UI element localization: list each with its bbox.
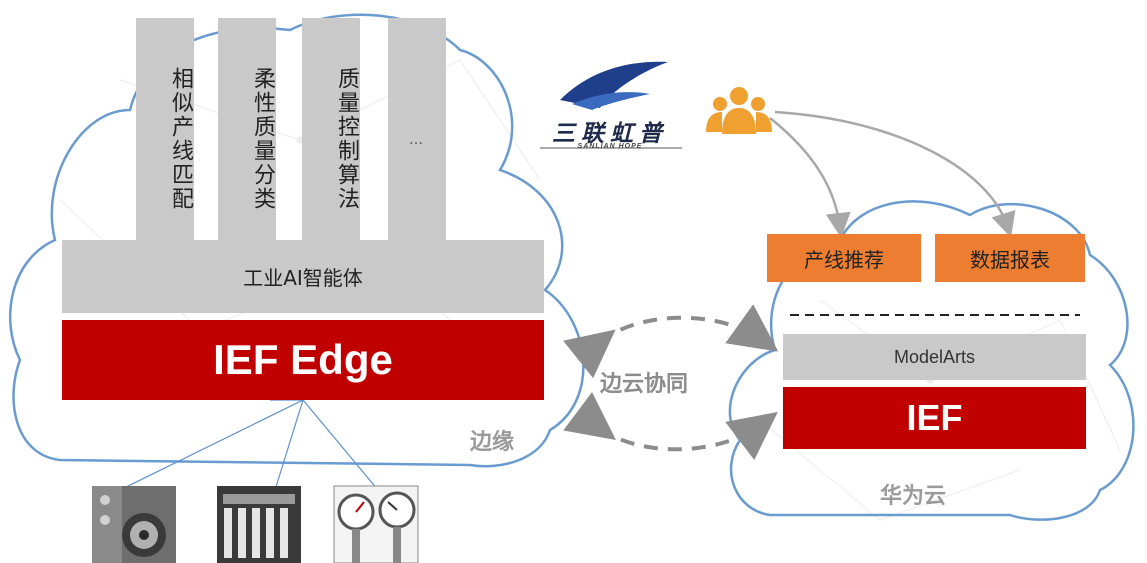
logo-name: 三联虹普 bbox=[552, 121, 668, 147]
sanlian-hope-logo bbox=[540, 61, 682, 149]
ief-edge-bar: IEF Edge bbox=[62, 320, 544, 400]
column-quality-control-algorithm: 质量控制算法 bbox=[302, 18, 360, 240]
edge-cloud-label: 边缘 bbox=[470, 430, 515, 455]
production-line-recommendation-box: 产线推荐 bbox=[767, 234, 921, 282]
edge-cloud-collaboration-label: 边云协同 bbox=[600, 372, 689, 397]
huawei-cloud-label: 华为云 bbox=[880, 484, 947, 509]
data-report-box: 数据报表 bbox=[935, 234, 1085, 282]
arrow-to-line-rec bbox=[769, 117, 851, 238]
logo-subtitle: SANLIAN HOPE bbox=[577, 143, 643, 150]
column-more: … bbox=[388, 18, 446, 240]
sync-arrow-top bbox=[563, 304, 779, 379]
ief-bar: IEF bbox=[783, 387, 1086, 449]
modelarts-bar: ModelArts bbox=[783, 334, 1086, 380]
column-similar-line-matching: 相似产线匹配 bbox=[136, 18, 194, 240]
column-flexible-quality-classification: 柔性质量分类 bbox=[218, 18, 276, 240]
users-icon bbox=[706, 87, 772, 134]
industrial-ai-agent-bar: 工业AI智能体 bbox=[62, 240, 544, 313]
device-connectors bbox=[119, 399, 379, 491]
arrow-to-report bbox=[774, 110, 1016, 238]
pressure-gauge-photo bbox=[333, 485, 419, 563]
spinning-machine-photo bbox=[92, 486, 176, 563]
textile-machine-photo bbox=[217, 486, 301, 563]
sync-arrow-bottom bbox=[563, 392, 778, 461]
